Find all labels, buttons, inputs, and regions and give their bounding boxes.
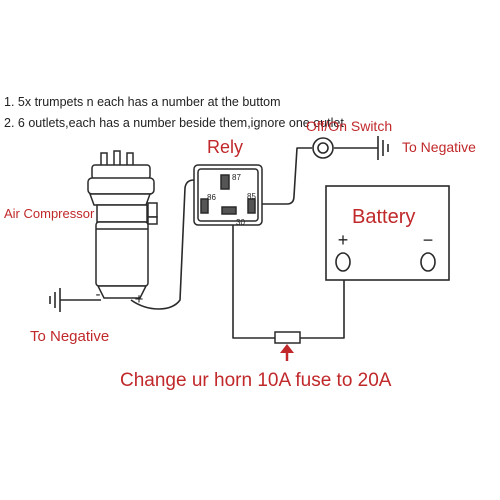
switch-icon (312, 137, 334, 159)
relay-terminal-30: 30 (236, 218, 245, 227)
battery-label: Battery (352, 206, 415, 228)
fuse-callout: Change ur horn 10A fuse to 20A (120, 370, 392, 391)
relay-label: Rely (207, 137, 243, 157)
wire-compressor-to-relay (130, 179, 195, 310)
to-negative-right-label: To Negative (402, 139, 476, 155)
wire-relay-to-switch (262, 147, 312, 205)
to-negative-left-label: To Negative (30, 328, 109, 345)
battery-negative-terminal: − (423, 230, 434, 250)
note-outlets: 2. 6 outlets,each has a number beside th… (4, 116, 344, 130)
ground-icon-left (49, 288, 61, 312)
arrow-up-icon (280, 344, 294, 361)
switch-label: Off/On Switch (306, 118, 392, 134)
relay-terminal-86: 86 (207, 193, 216, 202)
relay-terminal-85: 85 (247, 192, 256, 201)
compressor-label: Air Compressor (4, 206, 95, 221)
battery-positive-terminal: + (338, 230, 349, 250)
air-compressor-icon (87, 150, 158, 299)
compressor-negative-terminal: - (96, 286, 101, 303)
ground-icon-right (377, 136, 389, 160)
fuse-icon (274, 331, 301, 344)
wire-relay-to-fuse (232, 220, 275, 339)
wires (60, 147, 378, 339)
wire-fuse-to-battery (300, 276, 345, 339)
compressor-positive-terminal: + (135, 291, 144, 308)
note-trumpets: 1. 5x trumpets n each has a number at th… (4, 95, 281, 109)
battery-icon (325, 185, 450, 281)
relay-icon (193, 164, 263, 226)
relay-terminal-87: 87 (232, 173, 241, 182)
